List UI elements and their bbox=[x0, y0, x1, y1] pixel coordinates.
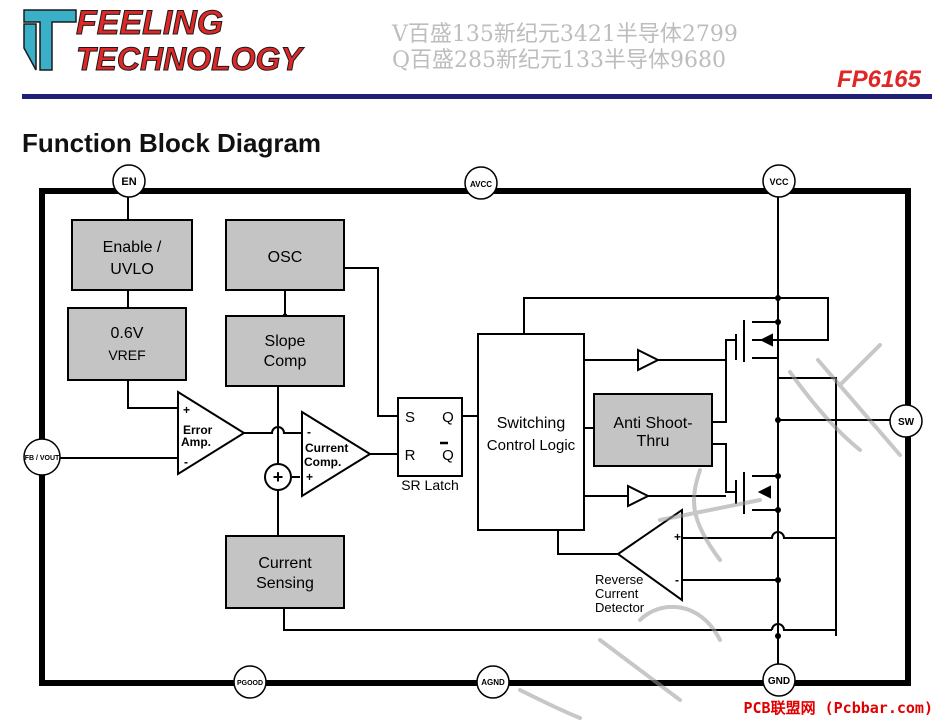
enable-uvlo-block bbox=[71, 219, 193, 291]
current-sensing-label-1: Current bbox=[258, 555, 312, 572]
sr-s-label: S bbox=[405, 409, 415, 426]
diagonal-watermark bbox=[518, 343, 902, 720]
current-comp-label-1: Current bbox=[305, 441, 348, 455]
pin-en-label: EN bbox=[121, 176, 136, 188]
current-sensing-label-2: Sensing bbox=[256, 575, 314, 592]
summing-node bbox=[264, 463, 292, 491]
slope-comp-block bbox=[225, 315, 345, 387]
pin-fb-vout bbox=[23, 438, 61, 476]
error-amp-minus: - bbox=[184, 455, 188, 469]
footer-link[interactable]: PCB联盟网 (Pcbbar.com) bbox=[741, 697, 935, 718]
watermark-line1: V百盛135新纪元3421半导体2799 bbox=[392, 22, 738, 47]
sr-q-label: Q bbox=[442, 409, 454, 426]
pin-avcc bbox=[464, 166, 498, 200]
pin-vcc-label: VCC bbox=[769, 177, 789, 187]
high-side-buffer-icon bbox=[637, 348, 661, 372]
header-watermark: V百盛135新纪元3421半导体2799 Q百盛285新纪元133半导体9680 bbox=[392, 22, 738, 74]
vref-label-2: VREF bbox=[108, 347, 145, 363]
current-comp-plus: + bbox=[306, 470, 313, 484]
slope-label-1: Slope bbox=[265, 333, 306, 350]
vref-label-1: 0.6V bbox=[111, 325, 144, 342]
current-comp-minus: - bbox=[307, 425, 311, 439]
pin-agnd-label: AGND bbox=[481, 678, 505, 687]
sr-latch-caption: SR Latch bbox=[401, 477, 459, 493]
pin-sw-label: SW bbox=[898, 417, 915, 428]
pin-pgood bbox=[233, 665, 267, 699]
reverse-label-2: Current bbox=[595, 586, 639, 601]
low-side-mosfet-icon bbox=[735, 472, 771, 514]
error-amp-plus: + bbox=[183, 403, 190, 417]
pin-avcc-label: AVCC bbox=[470, 180, 492, 189]
error-amp-triangle bbox=[177, 390, 246, 476]
pin-agnd bbox=[476, 665, 510, 699]
pin-sw bbox=[889, 404, 923, 438]
header-rule bbox=[22, 94, 932, 99]
pin-vcc bbox=[762, 164, 796, 198]
pin-fb-label: FB / VOUT bbox=[25, 455, 60, 462]
sr-r-label: R bbox=[405, 447, 416, 464]
reverse-label-1: Reverse bbox=[595, 572, 643, 587]
pin-gnd bbox=[762, 663, 796, 697]
anti-shoot-thru-block bbox=[593, 393, 713, 467]
vref-block bbox=[67, 307, 187, 381]
logo-line1: FEELING bbox=[76, 4, 224, 42]
switching-control-block bbox=[477, 333, 585, 531]
part-number: FP6165 bbox=[836, 66, 921, 93]
osc-block bbox=[225, 219, 345, 291]
current-sensing-block bbox=[225, 535, 345, 609]
sum-plus: + bbox=[273, 467, 284, 487]
pin-en bbox=[112, 164, 146, 198]
pin-pgood-label: PGOOD bbox=[237, 680, 263, 687]
pin-gnd-label: GND bbox=[768, 676, 790, 687]
error-amp-label-2: Amp. bbox=[181, 435, 211, 449]
reverse-plus: + bbox=[674, 530, 681, 544]
current-comp-label-2: Comp. bbox=[304, 455, 341, 469]
logo-mark-icon bbox=[23, 9, 77, 71]
osc-label: OSC bbox=[268, 249, 303, 266]
high-side-mosfet-icon bbox=[735, 320, 773, 362]
switching-label-2: Control Logic bbox=[487, 437, 576, 454]
current-comp-triangle bbox=[301, 410, 372, 498]
reverse-minus: - bbox=[675, 573, 679, 587]
brand-logo bbox=[22, 8, 78, 72]
section-title: Function Block Diagram bbox=[22, 128, 322, 158]
reverse-detector-triangle bbox=[616, 508, 683, 602]
error-amp-label-1: Error bbox=[183, 423, 213, 437]
anti-shoot-label-2: Thru bbox=[637, 433, 670, 450]
anti-shoot-label-1: Anti Shoot- bbox=[613, 415, 692, 432]
low-side-buffer-icon bbox=[627, 484, 651, 508]
logo-line2: TECHNOLOGY bbox=[76, 41, 303, 77]
enable-label-1: Enable / bbox=[103, 239, 162, 256]
reverse-label-3: Detector bbox=[595, 600, 645, 615]
sr-latch-block bbox=[397, 397, 463, 477]
sr-qbar-label: Q bbox=[442, 447, 454, 464]
enable-label-2: UVLO bbox=[110, 261, 154, 278]
slope-label-2: Comp bbox=[264, 353, 307, 370]
logo-text: FEELING TECHNOLOGY bbox=[76, 4, 336, 77]
watermark-line2: Q百盛285新纪元133半导体9680 bbox=[392, 48, 727, 73]
switching-label-1: Switching bbox=[497, 415, 565, 432]
